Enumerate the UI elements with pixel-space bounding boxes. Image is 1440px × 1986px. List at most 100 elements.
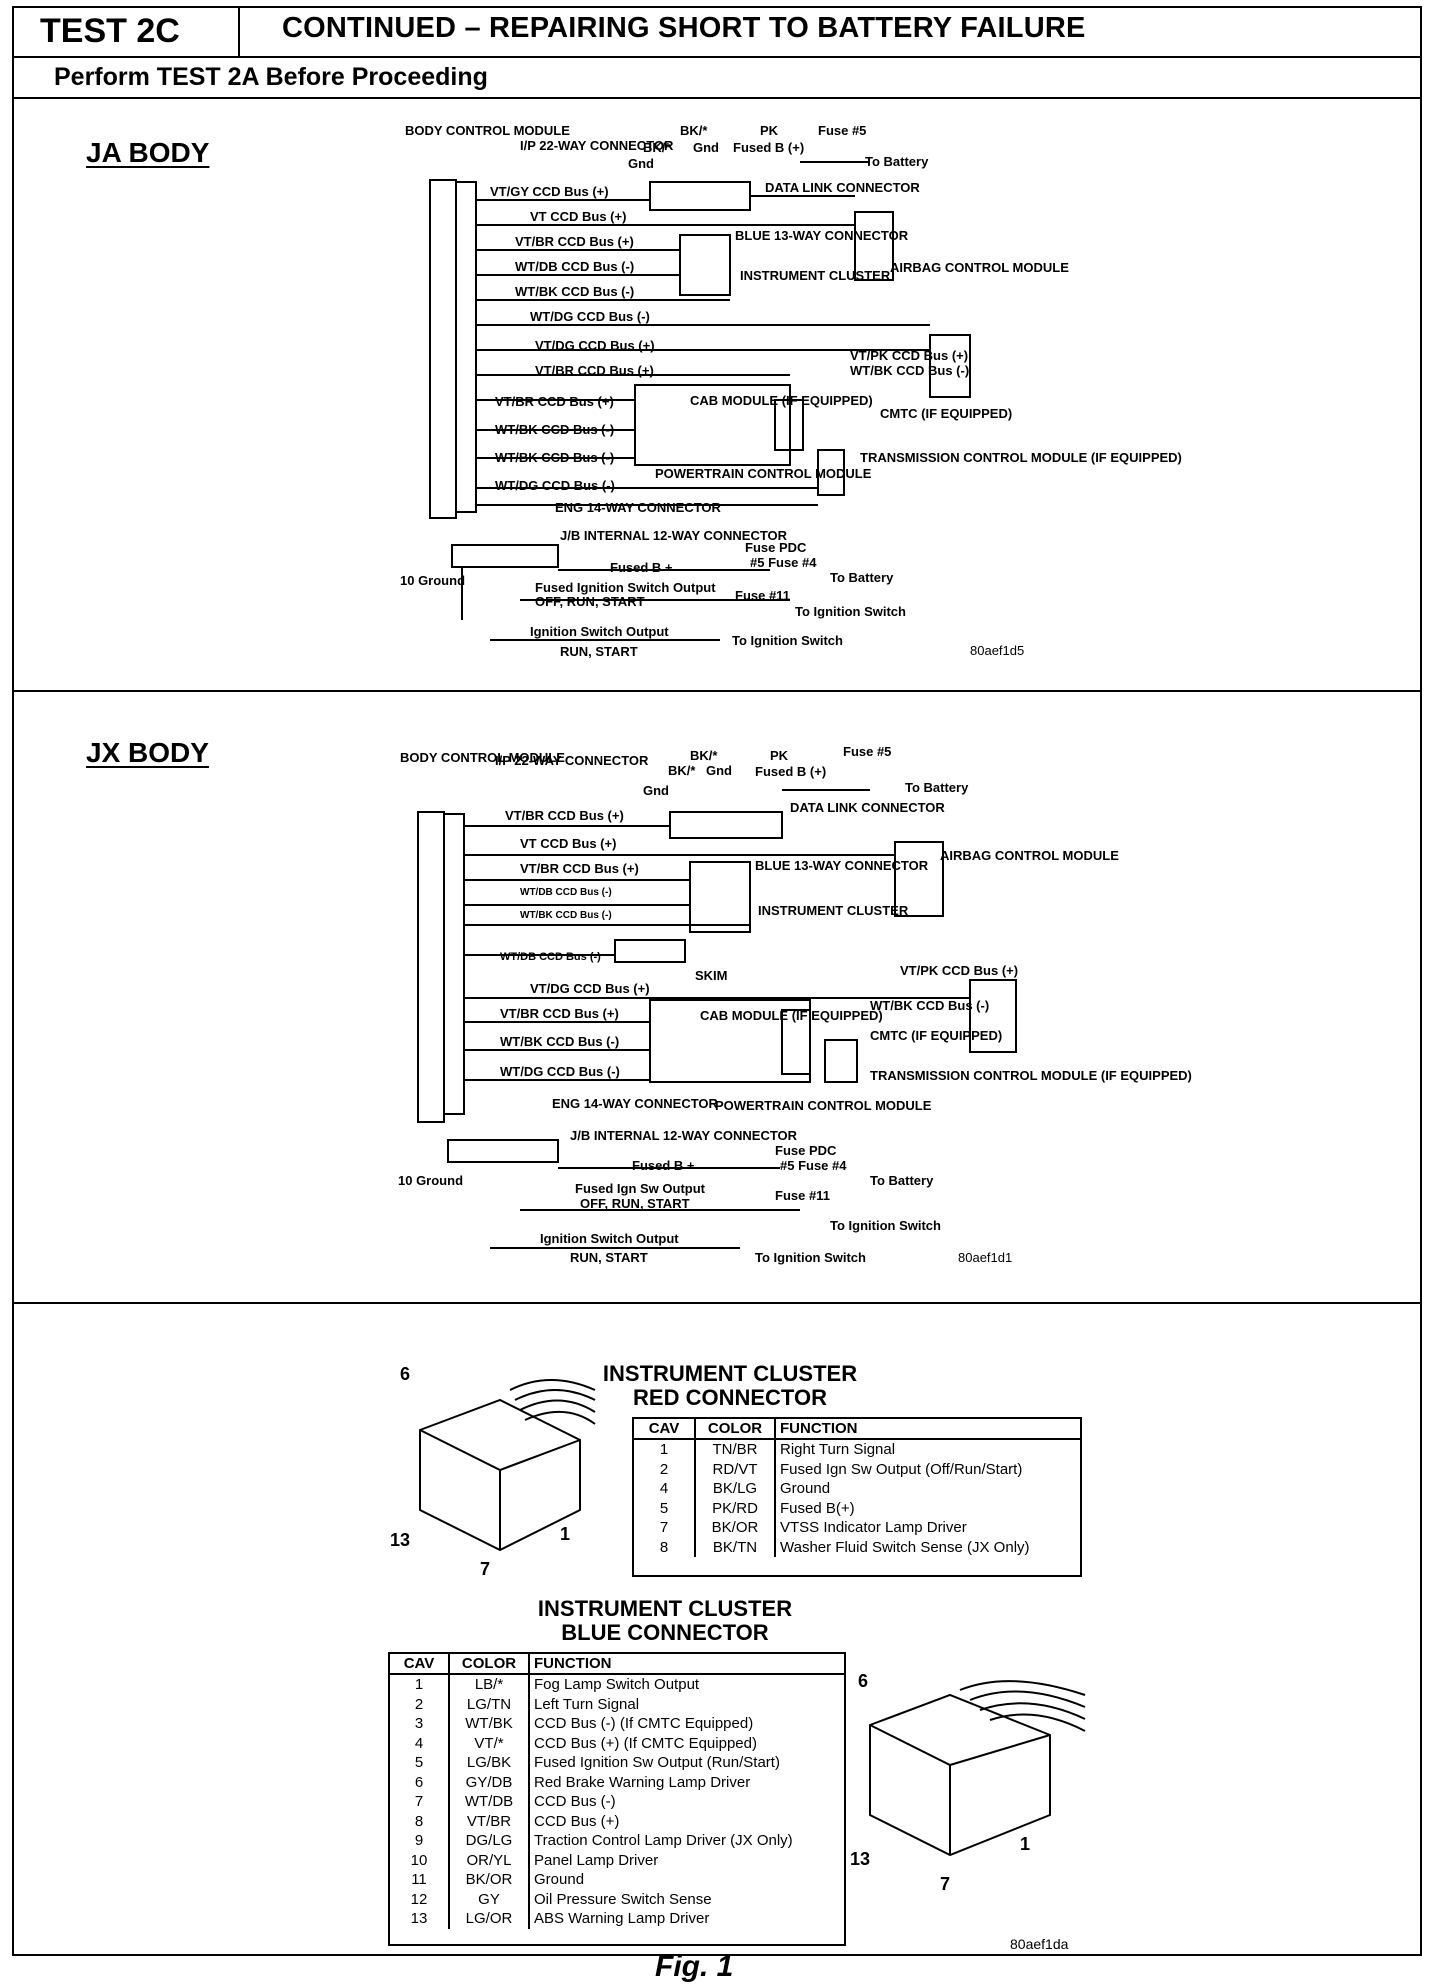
blue-title-1: INSTRUMENT CLUSTER (537, 1596, 793, 1621)
ja-fuse-pdc: Fuse PDC (745, 540, 807, 555)
jx-cmtc-wire2: WT/BK CCD Bus (-) (870, 998, 989, 1013)
blue-connector-cav: 1 (414, 1676, 424, 1693)
page-title: CONTINUED – REPAIRING SHORT TO BATTERY F… (282, 12, 1086, 44)
jx-eng-wire-4: WT/DG CCD Bus (-) (500, 1064, 620, 1079)
blue-connector-color: VT/BR (448, 1811, 529, 1831)
blue-connector-color: VT/* (448, 1733, 529, 1753)
blue-connector-cav: 6 (414, 1773, 424, 1791)
jx-bcm-label: BODY CONTROL MODULE (400, 750, 565, 765)
blue-connector-function: ABS Warning Lamp Driver (528, 1909, 844, 1929)
jx-to-ign2: To Ignition Switch (755, 1250, 866, 1265)
ja-fuse5: Fuse #5 (818, 123, 866, 138)
red-connector-cav: 5 (659, 1499, 669, 1517)
ja-wire-6: WT/DG CCD Bus (-) (530, 309, 650, 324)
ja-code: 80aef1d5 (970, 643, 1024, 658)
blue-connector-function: Panel Lamp Driver (528, 1850, 844, 1870)
red-callout-6: 6 (400, 1364, 410, 1384)
jx-ign-out: Fused Ign Sw Output (575, 1181, 706, 1196)
red-callout-13: 13 (390, 1530, 410, 1550)
jx-fused-b: Fused B (+) (755, 764, 826, 779)
blue-connector-cav: 8 (414, 1812, 424, 1830)
ja-pcm: POWERTRAIN CONTROL MODULE (655, 466, 872, 481)
red-callout-1: 1 (560, 1524, 570, 1544)
blue-connector-function: CCD Bus (+) (528, 1811, 844, 1831)
ja-wire-4: WT/DB CCD Bus (-) (515, 259, 634, 274)
ja-cmtc: CMTC (IF EQUIPPED) (880, 406, 1012, 421)
jx-gnd-b: Gnd (706, 763, 732, 778)
ja-fused-b: Fused B (+) (733, 140, 804, 155)
ja-blue-conn: BLUE 13-WAY CONNECTOR (735, 228, 909, 243)
jx-to-battery2: To Battery (870, 1173, 934, 1188)
jx-airbag: AIRBAG CONTROL MODULE (940, 848, 1119, 863)
blue-connector-color: LG/OR (448, 1909, 529, 1929)
ja-to-ign2: To Ignition Switch (732, 633, 843, 648)
jx-bk1: BK/* (690, 748, 718, 763)
ja-cluster: INSTRUMENT CLUSTER (740, 268, 891, 283)
red-connector-cav: 8 (659, 1538, 669, 1556)
blue-connector-cav: 5 (414, 1754, 424, 1771)
jx-fuse-pdc2: #5 Fuse #4 (780, 1158, 847, 1173)
red-title-1: INSTRUMENT CLUSTER (602, 1361, 858, 1386)
jx-wire-6: WT/DB CCD Bus (-) (500, 951, 601, 963)
blue-code: 80aef1da (1010, 1936, 1069, 1952)
ja-bk-gnd2: BK/* (643, 140, 671, 155)
red-connector-color: PK/RD (694, 1498, 775, 1518)
blue-connector-function: Fused Ignition Sw Output (Run/Start) (528, 1753, 844, 1773)
jx-bk2: BK/* (668, 763, 696, 778)
divider (12, 97, 1422, 99)
ja-fuse-pdc2: #5 Fuse #4 (750, 555, 817, 570)
jx-cab: CAB MODULE (IF EQUIPPED) (700, 1008, 883, 1023)
ja-fused-b-plus: Fused B + (610, 560, 673, 575)
blue-connector-cav: 2 (414, 1695, 424, 1713)
ja-cmtc-wire2: WT/BK CCD Bus (-) (850, 363, 969, 378)
jx-eng-wire-3: WT/BK CCD Bus (-) (500, 1034, 619, 1049)
ja-cmtc-wire1: VT/PK CCD Bus (+) (850, 348, 968, 363)
divider (12, 1302, 1422, 1304)
ja-cab: CAB MODULE (IF EQUIPPED) (690, 393, 873, 408)
jx-to-battery: To Battery (905, 780, 969, 795)
blue-connector-function: CCD Bus (-) (If CMTC Equipped) (528, 1714, 844, 1734)
jx-ign-sw-out: Ignition Switch Output (540, 1231, 679, 1246)
jx-wire-2: VT CCD Bus (+) (520, 836, 616, 851)
ja-ign-sw-out2: RUN, START (560, 644, 638, 659)
ja-eng-wire-5: WT/BK CCD Bus (-) (495, 450, 614, 465)
blue-connector-illustration: 6 13 1 7 (850, 1671, 1086, 1894)
blue-connector-color: GY/DB (448, 1772, 529, 1792)
blue-connector-cav: 3 (414, 1715, 424, 1732)
red-connector-color: BK/LG (694, 1479, 775, 1499)
blue-connector-color: LB/* (448, 1674, 529, 1695)
blue-connector-color: OR/YL (448, 1850, 529, 1870)
blue-callout-1: 1 (1020, 1834, 1030, 1854)
red-connector-function: Washer Fluid Switch Sense (JX Only) (774, 1537, 1080, 1557)
red-title-2: RED CONNECTOR (633, 1385, 827, 1410)
ja-fuse11: Fuse #11 (735, 588, 790, 603)
page-frame (12, 6, 1422, 1956)
jx-wire-4: WT/DB CCD Bus (-) (520, 887, 612, 898)
jx-cmtc: CMTC (IF EQUIPPED) (870, 1028, 1002, 1043)
red-connector-color: BK/TN (694, 1537, 775, 1557)
blue-connector-cav: 10 (410, 1851, 428, 1869)
divider (12, 690, 1422, 692)
jx-eng-wire-1: VT/DG CCD Bus (+) (530, 981, 650, 996)
jx-fused-b-plus: Fused B + (632, 1158, 695, 1173)
blue-hdr-color: COLOR (448, 1654, 529, 1675)
ja-eng-wire-6: WT/DG CCD Bus (-) (495, 478, 615, 493)
blue-hdr-function: FUNCTION (528, 1654, 844, 1675)
ja-dlc: DATA LINK CONNECTOR (765, 180, 920, 195)
blue-connector-color: BK/OR (448, 1870, 529, 1890)
blue-connector-function: Fog Lamp Switch Output (528, 1674, 844, 1695)
jx-wire-3: VT/BR CCD Bus (+) (520, 861, 639, 876)
ja-wire-3: VT/BR CCD Bus (+) (515, 234, 634, 249)
